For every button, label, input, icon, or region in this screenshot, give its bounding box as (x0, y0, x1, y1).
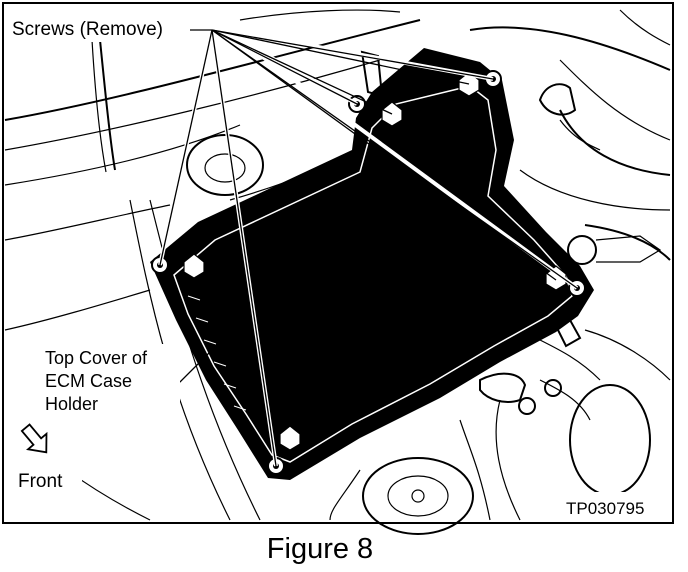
cover-label-line-1: Top Cover of (45, 348, 148, 368)
screw-icon (518, 397, 536, 415)
cover-label-bg (40, 344, 180, 418)
screw-leader-lines (158, 28, 579, 467)
engine-bay-background (4, 9, 671, 535)
screw-icon (544, 379, 562, 397)
screws-label: Screws (Remove) (12, 19, 163, 40)
figure-code: TP030795 (566, 499, 644, 518)
front-label: Front (18, 471, 63, 492)
front-arrow-icon (20, 423, 48, 454)
cover-label-line-2: ECM Case (45, 371, 132, 391)
figure-caption: Figure 8 (267, 533, 373, 565)
code-label-bg (560, 492, 670, 520)
cover-label-line-3: Holder (45, 394, 98, 414)
screws-label-bg (8, 14, 190, 42)
